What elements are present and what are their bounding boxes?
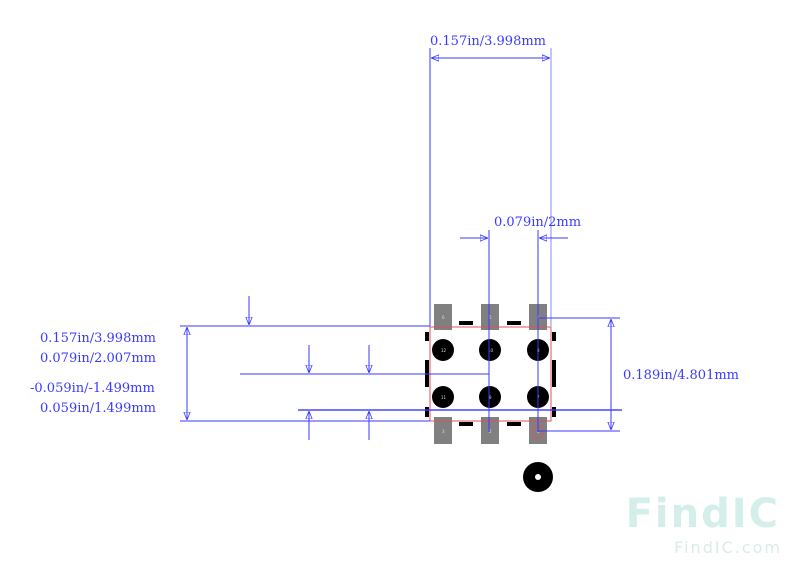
pad-label: 3 [442,429,445,434]
pad [434,417,452,444]
ball-label: 12 [441,348,447,353]
dimension-left-offset-b: 0.059in/1.499mm [40,401,156,416]
pad [481,417,499,444]
dimension-right-height: 0.189in/4.801mm [623,368,739,383]
ball [432,386,454,408]
dimension-top-width: 0.157in/3.998mm [430,34,546,49]
pad [434,304,452,330]
findic-url: FindIC.com [674,538,782,557]
silkscreen [425,321,556,426]
pad-label: 2 [489,429,492,434]
pad-label: 5 [489,315,492,320]
balls [432,339,549,408]
ball-label: 11 [441,395,447,400]
dimension-left-height-b: 0.079in/2.007mm [40,351,156,366]
findic-logo: FindIC [625,491,780,537]
ball [432,339,454,361]
pad-label: 6 [442,315,445,320]
dimension-lines [180,48,622,440]
ball-label: 10 [488,348,494,353]
dimension-left-height: 0.157in/3.998mm [40,331,156,346]
ball [479,339,501,361]
pad [481,304,499,330]
ball-label: 9 [489,395,492,400]
dimension-pitch: 0.079in/2mm [494,215,581,230]
dimension-left-offset: -0.059in/-1.499mm [30,381,155,396]
ball [479,386,501,408]
